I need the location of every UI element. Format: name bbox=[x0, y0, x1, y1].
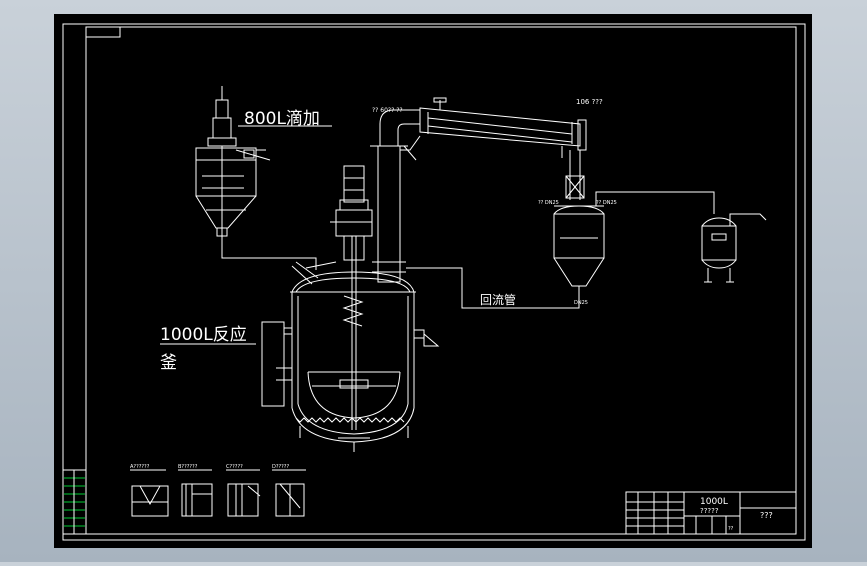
outer-frame bbox=[62, 23, 806, 541]
label-reactor-line2: 釜 bbox=[160, 353, 177, 373]
label-detail-b: B?????? bbox=[178, 464, 198, 470]
label-detail-c: C????? bbox=[226, 464, 243, 470]
detail-section-d bbox=[272, 469, 306, 517]
title-block-title: 1000L bbox=[700, 497, 728, 507]
label-reactor-line1: 1000L反应 bbox=[160, 325, 247, 345]
label-receiver-right: ?? DN25 bbox=[596, 200, 617, 206]
title-block-code: ??? bbox=[760, 511, 773, 520]
title-block-scale: ?? bbox=[728, 526, 734, 532]
label-receiver-left: ?? DN25 bbox=[538, 200, 559, 206]
drawing-sheet bbox=[54, 14, 812, 548]
label-top-elbow: ?? 60?? ?? bbox=[372, 107, 403, 114]
reactor-1000l bbox=[261, 165, 440, 452]
dropping-tank-800l bbox=[195, 86, 271, 240]
return-pipe bbox=[406, 267, 580, 309]
corner-tag-box bbox=[85, 26, 121, 38]
vapor-riser bbox=[370, 109, 420, 283]
feed-pipe bbox=[221, 240, 317, 270]
label-detail-d: D????? bbox=[272, 464, 289, 470]
label-receiver-bottom: DN25 bbox=[574, 300, 588, 306]
detail-section-b bbox=[178, 469, 213, 517]
inner-frame bbox=[85, 26, 797, 535]
detail-section-c bbox=[226, 469, 261, 517]
revision-strip bbox=[62, 469, 87, 535]
condenser bbox=[400, 97, 587, 158]
storage-drum bbox=[701, 217, 737, 283]
label-condenser-tag: 106 ??? bbox=[576, 98, 603, 106]
label-detail-a: A?????? bbox=[130, 464, 150, 470]
transfer-pipe bbox=[595, 191, 715, 214]
label-return-pipe: 回流管 bbox=[480, 292, 516, 307]
detail-section-a bbox=[130, 469, 169, 517]
title-block bbox=[625, 491, 797, 535]
title-block-subtitle: ????? bbox=[700, 507, 719, 515]
label-tank-800: 800L滴加 bbox=[244, 109, 320, 129]
